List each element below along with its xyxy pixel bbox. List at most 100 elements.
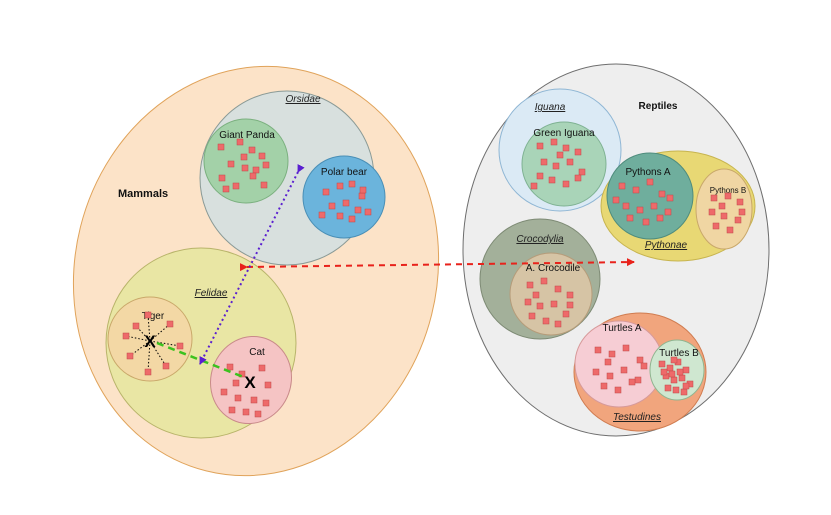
data-point: [680, 388, 688, 396]
data-point: [122, 332, 130, 340]
data-point: [556, 151, 564, 159]
data-point: [248, 146, 256, 154]
data-point: [664, 384, 672, 392]
data-point: [592, 368, 600, 376]
data-point: [678, 374, 686, 382]
tiger-points: [122, 311, 184, 376]
data-point: [670, 356, 678, 364]
data-point: [554, 285, 562, 293]
data-point: [608, 350, 616, 358]
data-point: [220, 388, 228, 396]
data-point: [550, 138, 558, 146]
data-point: [354, 206, 362, 214]
data-point: [226, 363, 234, 371]
turtles-a-points: [592, 344, 648, 394]
data-point: [540, 158, 548, 166]
data-point: [658, 360, 666, 368]
data-point: [260, 181, 268, 189]
a-crocodile-label: A. Crocodile: [526, 263, 581, 274]
data-point: [166, 320, 174, 328]
data-point: [322, 188, 330, 196]
tiger-label: Tiger: [142, 311, 165, 322]
data-point: [359, 186, 367, 194]
data-point: [668, 370, 676, 378]
centroid-link: [147, 314, 151, 342]
pythons-a-circle: [606, 152, 694, 240]
data-point: [218, 174, 226, 182]
data-point: [234, 394, 242, 402]
data-point: [566, 158, 574, 166]
data-point: [664, 208, 672, 216]
felidae-label: Felidae: [195, 288, 228, 299]
data-point: [682, 382, 690, 390]
centroid-link: [149, 340, 181, 347]
data-point: [240, 153, 248, 161]
data-point: [528, 312, 536, 320]
data-point: [632, 186, 640, 194]
cat-points: [220, 363, 272, 418]
data-point: [676, 368, 684, 376]
turtles-a-label: Turtles A: [602, 323, 641, 334]
centroid-link: [129, 340, 151, 357]
data-point: [348, 215, 356, 223]
data-point: [548, 176, 556, 184]
data-point: [162, 362, 170, 370]
iguana-label: Iguana: [535, 102, 566, 113]
data-point: [718, 202, 726, 210]
green-iguana-label: Green Iguana: [533, 128, 595, 139]
data-point: [642, 218, 650, 226]
data-point: [242, 408, 250, 416]
data-point: [336, 182, 344, 190]
data-point: [318, 211, 326, 219]
data-point: [236, 138, 244, 146]
tiger-cat-distance-line: [156, 341, 247, 380]
pythons-a-points: [612, 178, 674, 226]
data-point: [622, 202, 630, 210]
data-point: [144, 311, 152, 319]
orsidae-label: Orsidae: [285, 94, 320, 105]
data-point: [348, 180, 356, 188]
data-point: [600, 382, 608, 390]
a-crocodile-points: [524, 277, 574, 328]
data-point: [262, 399, 270, 407]
data-point: [604, 358, 612, 366]
data-point: [524, 298, 532, 306]
tiger-circle: [107, 296, 193, 382]
reptiles-label: Reptiles: [639, 101, 678, 112]
data-point: [594, 346, 602, 354]
data-point: [530, 182, 538, 190]
data-point: [636, 206, 644, 214]
data-point: [712, 222, 720, 230]
data-point: [554, 320, 562, 328]
data-point: [682, 366, 690, 374]
data-point: [144, 368, 152, 376]
data-point: [666, 364, 674, 372]
data-point: [720, 212, 728, 220]
data-point: [228, 406, 236, 414]
data-point: [526, 281, 534, 289]
tiger-centroid-links: [125, 314, 181, 373]
data-point: [666, 194, 674, 202]
polar-bear-points: [318, 180, 372, 223]
data-point: [126, 352, 134, 360]
data-point: [574, 174, 582, 182]
centroid-link: [149, 323, 171, 342]
data-point: [328, 202, 336, 210]
data-point: [550, 300, 558, 308]
pythons-a-label: Pythons A: [625, 167, 670, 178]
data-point: [540, 277, 548, 285]
turtles-b-points: [658, 356, 694, 396]
polar-bear-label: Polar bear: [321, 167, 368, 178]
data-point: [536, 302, 544, 310]
crocodylia-label: Crocodylia: [516, 234, 564, 245]
data-point: [264, 381, 272, 389]
data-point: [532, 291, 540, 299]
data-point: [626, 214, 634, 222]
cat-label: Cat: [249, 347, 265, 358]
data-point: [254, 410, 262, 418]
data-point: [672, 386, 680, 394]
data-point: [734, 216, 742, 224]
green-iguana-points: [530, 138, 586, 190]
data-point: [606, 372, 614, 380]
